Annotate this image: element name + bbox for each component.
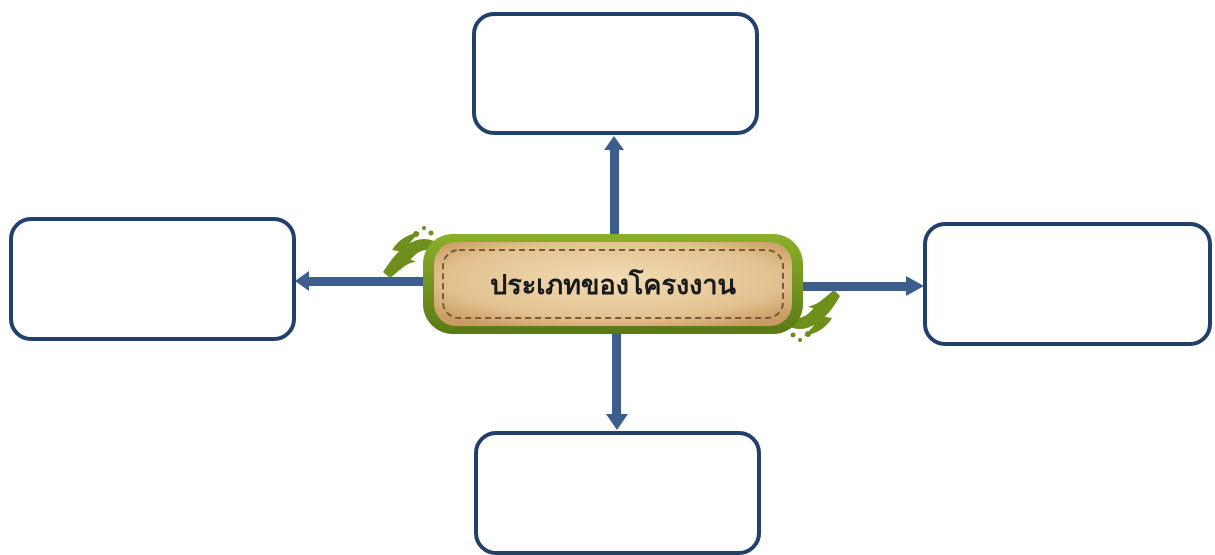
connector-left [295,271,424,291]
swirl-ornament-right [788,290,840,342]
branch-box-right [923,222,1212,346]
connector-right [795,276,924,296]
connector-top [604,136,624,240]
center-node [423,234,803,334]
swirl-ornament-left [383,226,436,278]
center-topic-label: ประเภทของโครงงาน [490,269,736,301]
branch-box-top [472,12,759,135]
branch-box-left [9,217,296,341]
connector-bottom [606,328,628,430]
branch-box-bottom [474,431,761,555]
